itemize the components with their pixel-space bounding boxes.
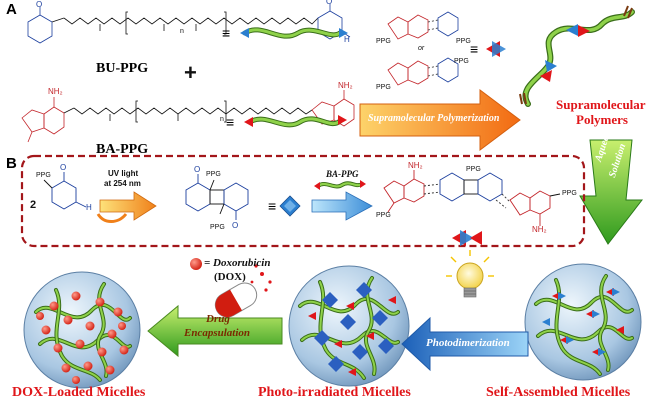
ppg-label: PPG <box>454 58 469 65</box>
atom-nh2-label: NH₂ <box>48 87 63 96</box>
supramolecular-polymerization-arrow <box>359 89 521 151</box>
atom-nh2-label: NH₂ <box>338 81 353 90</box>
plus-sign: + <box>184 60 197 85</box>
drug-label: Drug <box>206 313 230 325</box>
subscript-n-label: n <box>220 116 224 123</box>
drug-capsule-icon <box>214 264 272 318</box>
ppg-label: PPG <box>36 172 51 179</box>
hbond-dimer-icon <box>452 230 482 246</box>
uv-wavelength-label: at 254 nm <box>104 179 141 188</box>
base-pair-structures <box>387 11 459 86</box>
atom-nh2-label: NH₂ <box>532 225 547 234</box>
atom-o-label: O <box>194 165 201 174</box>
uv-light-arrow <box>96 191 157 223</box>
subscript-n-label: n <box>180 28 184 35</box>
bu-ppg-label: BU-PPG <box>96 61 149 76</box>
thymine-monomer-structure <box>43 172 87 210</box>
ba-ppg-structure <box>21 90 355 143</box>
bu-equiv-sign: ≡ <box>222 25 231 41</box>
section-b-label: B <box>6 155 17 172</box>
atom-h-label: H <box>344 35 350 44</box>
photodimerization-arrow <box>401 316 529 372</box>
dimer-equiv-sign: ≡ <box>268 198 277 214</box>
uv-light-label: UV light <box>108 169 139 178</box>
bu-chain-icon <box>240 27 348 39</box>
ba-ppg-chain-icon-b <box>314 180 366 190</box>
dox-loaded-micelle <box>23 271 141 389</box>
doxorubicin-label: = Doxorubicin <box>204 257 271 269</box>
supramolecular-polymer-chain <box>519 5 635 107</box>
section-b-dashed-frame <box>20 154 586 248</box>
atom-o-label: O <box>60 163 67 172</box>
ppg-label: PPG <box>376 212 391 219</box>
supramolecular-polymerization-label: Supramolecular Polymerization <box>368 113 500 124</box>
self-assembled-micelle <box>524 263 642 381</box>
drug-encapsulation-arrow <box>147 304 283 358</box>
atom-h-label: H <box>86 203 92 212</box>
ba-ppg-label: BA-PPG <box>96 142 149 157</box>
hydrogen-bonded-complex-structure <box>383 170 561 226</box>
ppg-label: PPG <box>206 171 221 178</box>
dox-loaded-micelles-caption: DOX-Loaded Micelles <box>12 385 146 400</box>
ppg-label: PPG <box>376 38 391 45</box>
base-pair-icon <box>486 41 506 57</box>
ppg-label: PPG <box>456 38 471 45</box>
section-a-label: A <box>6 1 17 18</box>
dimer-icon <box>279 195 301 217</box>
photodimerization-label: Photodimerization <box>426 337 510 349</box>
self-assembled-micelles-caption: Self-Assembled Micelles <box>486 385 631 400</box>
polymers-label: Polymers <box>576 112 628 127</box>
ba-ppg-addition-arrow <box>311 191 373 221</box>
dox-abbrev-label: (DOX) <box>214 271 246 283</box>
ppg-label: PPG <box>466 166 481 173</box>
atom-o-label: O <box>326 0 333 6</box>
or-label: or <box>418 45 425 52</box>
reactant-coefficient: 2 <box>30 199 37 211</box>
ppg-label: PPG <box>376 84 391 91</box>
ba-chain-icon <box>244 115 347 128</box>
ba-ppg-italic-label: BA-PPG <box>326 169 359 179</box>
ba-equiv-sign: ≡ <box>226 114 235 130</box>
encapsulation-label: Encapsulation <box>184 327 251 339</box>
dox-particles <box>36 291 129 384</box>
photo-irradiated-micelle <box>288 265 410 387</box>
atom-o-label: O <box>232 221 239 230</box>
atom-o-label: O <box>36 0 43 9</box>
light-bulb-icon <box>446 250 494 298</box>
cyclobutane-dimer-structure <box>185 174 249 220</box>
pair-equiv-sign: ≡ <box>470 41 479 57</box>
photo-irradiated-micelles-caption: Photo-irradiated Micelles <box>258 385 411 400</box>
supramolecular-label: Supramolecular <box>556 97 646 112</box>
ppg-label: PPG <box>210 224 225 231</box>
ppg-label: PPG <box>562 190 577 197</box>
aqueous-solution-arrow <box>579 139 644 245</box>
atom-nh2-label: NH₂ <box>408 161 423 170</box>
bu-ppg-structure <box>27 4 351 44</box>
dox-legend-sphere <box>190 258 202 270</box>
